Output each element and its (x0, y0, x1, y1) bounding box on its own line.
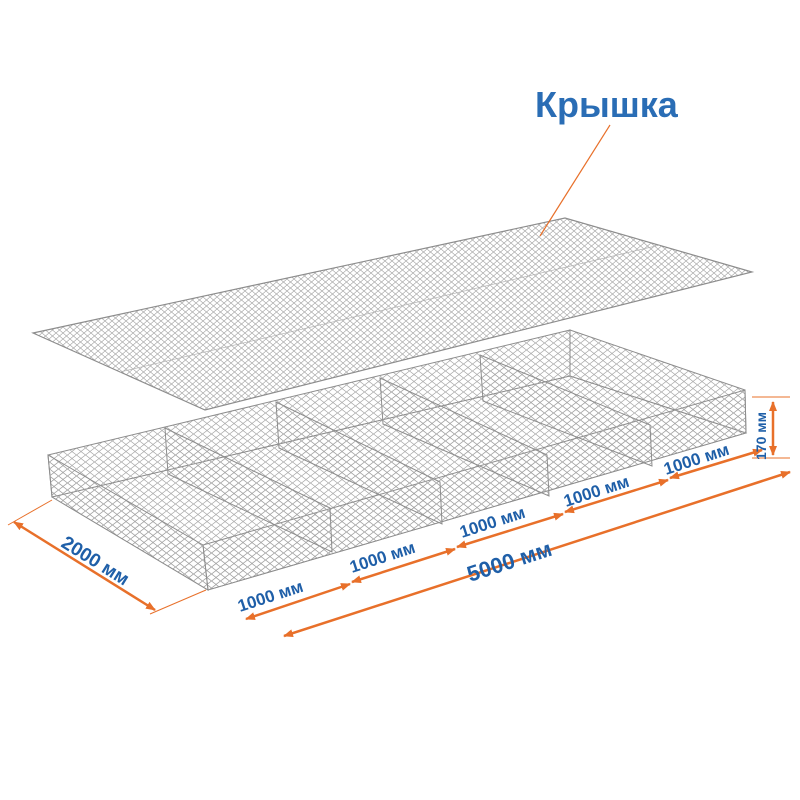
width-arrow (13, 520, 156, 612)
lid-label: Крышка (535, 84, 679, 125)
extension-lines (7, 396, 790, 615)
section-arrow-3 (456, 512, 564, 549)
section-arrow-5 (669, 448, 763, 480)
section-arrow-2 (351, 547, 456, 584)
width-label: 2000 мм (57, 532, 132, 590)
section-arrow-4 (564, 478, 669, 514)
total-length-label: 5000 мм (464, 536, 555, 587)
section-arrow-1 (245, 582, 351, 621)
height-label: 170 мм (753, 412, 769, 460)
lid-leader-line (539, 124, 611, 237)
total-length-arrow (283, 470, 791, 638)
lid-panel (31, 217, 755, 411)
dimension-arrows (13, 401, 791, 638)
